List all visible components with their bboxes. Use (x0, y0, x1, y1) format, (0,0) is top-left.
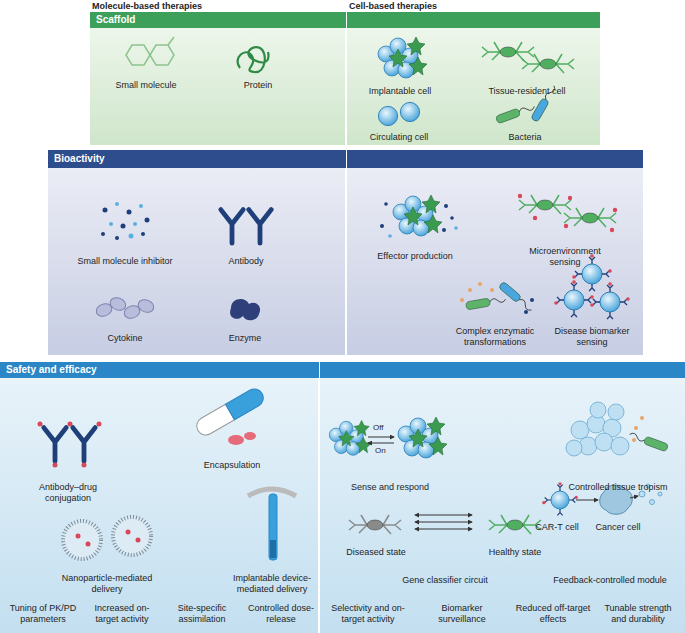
therapy-panel: Small molecule Protein (90, 28, 346, 145)
text-slot: Antibody–drug conjugation (28, 482, 108, 504)
band-heading: Scaffold (90, 12, 346, 28)
text-slot: Biomarker surveillance (420, 603, 504, 625)
item-caption: Site-specific assimilation (165, 603, 239, 625)
switch-label: On (375, 446, 386, 455)
item-caption: Feedback-controlled module (550, 575, 670, 586)
item-caption: Reduced off-target effects (511, 603, 595, 625)
item-caption: Cancer cell (588, 522, 648, 533)
item-caption: Implantable cell (355, 86, 445, 97)
label-slot: Cell-based therapies (349, 1, 437, 11)
item-caption: Antibody–drug conjugation (28, 482, 108, 504)
text-slot: Disease biomarker sensing (547, 326, 637, 348)
category-band: ScaffoldSmall moleculeProteinImplantable… (90, 12, 600, 145)
text-slot: Nanoparticle-mediated delivery (52, 573, 162, 595)
text-slot: Tuning of PK/PD parameters (5, 603, 81, 625)
item-caption: Tunable strength and durability (598, 603, 678, 625)
item-caption: Implantable device-mediated delivery (217, 573, 327, 595)
text-slot: Bacteria (490, 132, 560, 143)
item-caption: CAR-T cell (529, 522, 585, 533)
label-slot: Molecule-based therapies (92, 1, 202, 11)
item-caption: Increased on-target activity (85, 603, 159, 625)
text-slot: Antibody (211, 256, 281, 267)
text-slot: Protein (223, 80, 293, 91)
therapy-panel: Antibody–drug conjugation EncapsulationNa… (0, 378, 319, 633)
item-caption: Antibody (211, 256, 281, 267)
text-slot: Effector production (365, 251, 465, 262)
text-slot: Healthy state (480, 547, 550, 558)
item-caption: Small molecule inhibitor (65, 256, 185, 267)
item-caption: Encapsulation (192, 460, 272, 471)
label-slot: On (375, 446, 386, 455)
text-slot: Scaffold (90, 12, 346, 28)
text-slot: Diseased state (341, 547, 411, 558)
text-slot: Safety and efficacy (0, 362, 319, 378)
item-caption: Complex enzymatic transformations (445, 326, 545, 348)
text-slot: Increased on-target activity (85, 603, 159, 625)
band-heading: Safety and efficacy (0, 362, 319, 378)
item-caption: Tuning of PK/PD parameters (5, 603, 81, 625)
text-slot: Cancer cell (588, 522, 648, 533)
item-caption: Sense and respond (340, 482, 440, 493)
item-caption: Healthy state (480, 547, 550, 558)
text-slot: CAR-T cell (529, 522, 585, 533)
item-caption: Nanoparticle-mediated delivery (52, 573, 162, 595)
item-caption: Diseased state (341, 547, 411, 558)
text-slot: Tissue-resident cell (472, 86, 582, 97)
band-heading: Bioactivity (48, 150, 346, 168)
text-slot: Controlled dose-release (246, 603, 316, 625)
item-caption: Bacteria (490, 132, 560, 143)
switch-label: Off (373, 423, 384, 432)
item-caption: Cytokine (90, 333, 160, 344)
text-slot: Sense and respond (340, 482, 440, 493)
item-caption: Tissue-resident cell (472, 86, 582, 97)
therapy-panel: Effector production Microenvironment sens… (347, 168, 643, 355)
text-slot: Small molecule (101, 80, 191, 91)
item-caption: Biomarker surveillance (420, 603, 504, 625)
item-caption: Small molecule (101, 80, 191, 91)
text-slot: Complex enzymatic transformations (445, 326, 545, 348)
text-slot: Feedback-controlled module (550, 575, 670, 586)
item-caption: Enzyme (210, 333, 280, 344)
label-slot: Off (373, 423, 384, 432)
category-band: Safety and efficacyAntibody–drug conjuga… (0, 362, 685, 633)
therapy-panel: Sense and respond Controlled tissue tropi… (320, 378, 685, 633)
text-slot: Reduced off-target effects (511, 603, 595, 625)
text-slot: Circulating cell (354, 132, 444, 143)
column-heading: Cell-based therapies (349, 1, 437, 11)
item-caption: Disease biomarker sensing (547, 326, 637, 348)
text-slot: Microenvironment sensing (525, 246, 605, 268)
text-slot: Enzyme (210, 333, 280, 344)
item-caption: Selectivity and on-target activity (326, 603, 410, 625)
text-slot: Small molecule inhibitor (65, 256, 185, 267)
text-slot: Cytokine (90, 333, 160, 344)
item-caption: Circulating cell (354, 132, 444, 143)
text-slot: Encapsulation (192, 460, 272, 471)
text-slot: Tunable strength and durability (598, 603, 678, 625)
item-caption: Protein (223, 80, 293, 91)
column-heading: Molecule-based therapies (92, 1, 202, 11)
item-caption: Microenvironment sensing (525, 246, 605, 268)
item-caption: Effector production (365, 251, 465, 262)
therapy-panel: Implantable cell Tissue-resident cellCirc… (347, 28, 600, 145)
category-band: BioactivitySmall molecule inhibitor Antib… (48, 150, 643, 355)
text-slot: Gene classifier circuit (390, 575, 500, 586)
item-caption: Controlled dose-release (246, 603, 316, 625)
text-slot: Implantable cell (355, 86, 445, 97)
item-caption: Controlled tissue tropism (563, 482, 673, 493)
text-slot: Bioactivity (48, 150, 346, 168)
text-slot: Selectivity and on-target activity (326, 603, 410, 625)
therapy-panel: Small molecule inhibitor AntibodyCytokine… (48, 168, 346, 355)
text-slot: Controlled tissue tropism (563, 482, 673, 493)
text-slot: Site-specific assimilation (165, 603, 239, 625)
text-slot: Implantable device-mediated delivery (217, 573, 327, 595)
item-caption: Gene classifier circuit (390, 575, 500, 586)
